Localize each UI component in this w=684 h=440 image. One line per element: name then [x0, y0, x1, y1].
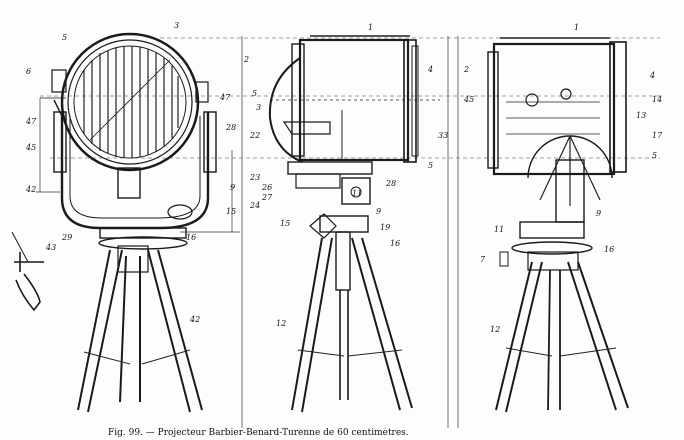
label-47: 47 — [25, 117, 37, 126]
label-5: 5 — [652, 151, 657, 160]
label-22: 22 — [249, 131, 260, 140]
front-labels: 5 3 6 47 45 42 28 47 9 15 29 16 42 43 — [25, 21, 236, 324]
label-28: 28 — [225, 123, 236, 132]
label-45: 45 — [25, 143, 36, 152]
front-view — [11, 32, 240, 413]
label-5: 5 — [252, 89, 257, 98]
label-47b: 47 — [219, 93, 231, 102]
label-29: 29 — [61, 233, 72, 242]
side-labels: 2 1 4 5 3 22 23 24 26 27 28 11 9 15 19 1… — [243, 23, 448, 328]
label-27: 27 — [261, 193, 273, 202]
label-3: 3 — [174, 21, 179, 30]
label-4: 4 — [649, 71, 655, 80]
label-23: 23 — [249, 173, 260, 182]
label-9: 9 — [376, 207, 381, 216]
label-12: 12 — [490, 325, 500, 334]
label-4: 4 — [427, 65, 433, 74]
label-2: 2 — [243, 55, 249, 64]
rear-view — [487, 37, 629, 413]
label-11: 11 — [494, 225, 504, 234]
label-17: 17 — [652, 131, 663, 140]
label-9: 9 — [230, 183, 235, 192]
label-12: 12 — [276, 319, 286, 328]
label-45: 45 — [463, 95, 474, 104]
label-24: 24 — [249, 201, 260, 210]
label-5b: 5 — [428, 161, 433, 170]
label-7: 7 — [480, 255, 486, 264]
label-13: 13 — [636, 111, 646, 120]
label-11: 11 — [352, 189, 362, 198]
label-9: 9 — [596, 209, 601, 218]
label-6: 6 — [26, 67, 31, 76]
label-26: 26 — [261, 183, 272, 192]
label-15: 15 — [280, 219, 290, 228]
label-2: 2 — [463, 65, 469, 74]
figure-caption: Fig. 99. — Projecteur Barbier-Benard-Tur… — [108, 428, 409, 438]
label-42: 42 — [25, 185, 36, 194]
label-1: 1 — [574, 23, 579, 32]
label-16: 16 — [604, 245, 614, 254]
side-view — [268, 35, 440, 413]
label-28: 28 — [385, 179, 396, 188]
rear-labels: 1 2 4 45 14 13 17 5 9 11 16 12 7 — [463, 23, 663, 334]
label-1: 1 — [368, 23, 373, 32]
label-5: 5 — [62, 33, 67, 42]
label-19: 19 — [380, 223, 390, 232]
label-33: 33 — [438, 131, 448, 140]
label-42b: 42 — [189, 315, 200, 324]
label-3: 3 — [256, 103, 261, 112]
label-43: 43 — [45, 243, 56, 252]
label-16: 16 — [186, 233, 196, 242]
label-14: 14 — [652, 95, 662, 104]
label-16: 16 — [390, 239, 400, 248]
label-15: 15 — [226, 207, 236, 216]
